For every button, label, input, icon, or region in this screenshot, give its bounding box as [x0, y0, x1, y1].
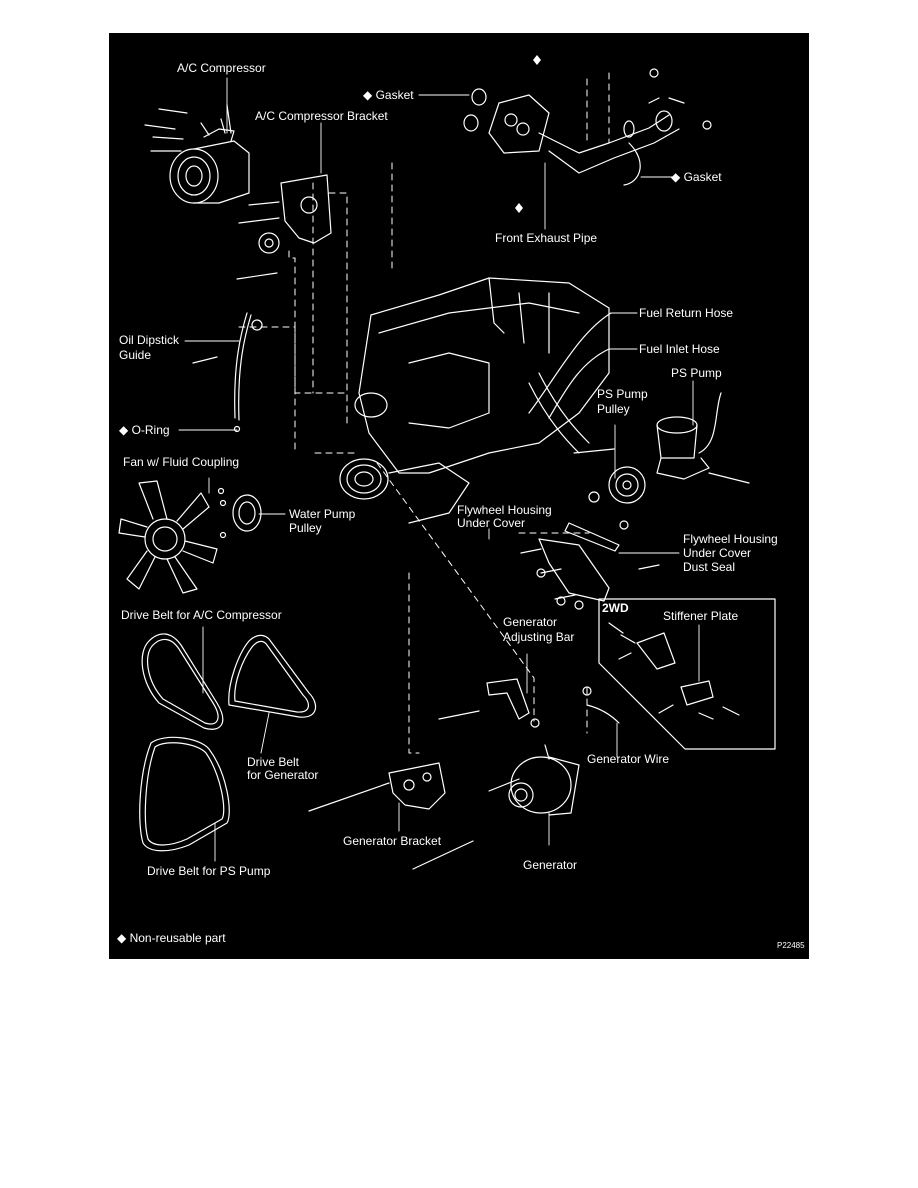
label-fan-fluid-coupling: Fan w/ Fluid Coupling: [123, 455, 240, 469]
generator-adjusting-bar-part: [438, 678, 540, 728]
label-flywheel-dust-seal-line3: Dust Seal: [683, 560, 736, 574]
label-ps-pump: PS Pump: [671, 366, 722, 380]
ps-pump-part: [573, 392, 750, 484]
exploded-view-diagram: A/C Compressor ◆ Gasket A/C Compressor B…: [109, 33, 809, 959]
legend-non-reusable-part: ◆ Non-reusable part: [117, 931, 226, 945]
oil-dipstick-guide-part: [192, 312, 263, 433]
label-flywheel-dust-seal-line2: Under Cover: [683, 546, 752, 560]
label-water-pump-pulley-line1: Water Pump: [289, 507, 356, 521]
label-drive-belt-generator-line2: for Generator: [247, 768, 319, 782]
ps-pump-pulley-part: [588, 466, 646, 504]
fuel-hoses: [528, 312, 612, 419]
label-gasket-right: ◆ Gasket: [671, 170, 722, 184]
leader-lines: [238, 72, 610, 754]
gasket-diamond-markers: [515, 55, 541, 213]
label-gasket-top: ◆ Gasket: [363, 88, 414, 102]
label-ac-compressor-bracket: A/C Compressor Bracket: [255, 109, 388, 123]
label-oil-dipstick-guide-line1: Oil Dipstick: [119, 333, 180, 347]
label-drive-belt-ac: Drive Belt for A/C Compressor: [121, 608, 282, 622]
engine-block: [354, 277, 610, 474]
crankshaft-pulley: [339, 458, 470, 524]
label-ps-pump-pulley-line1: PS Pump: [597, 387, 648, 401]
label-ps-pump-pulley-line2: Pulley: [597, 402, 630, 416]
label-stiffener-plate: Stiffener Plate: [663, 609, 739, 623]
label-ac-compressor: A/C Compressor: [177, 61, 266, 75]
label-oil-dipstick-guide-line2: Guide: [119, 348, 152, 362]
label-front-exhaust-pipe: Front Exhaust Pipe: [495, 231, 598, 245]
label-water-pump-pulley-line2: Pulley: [289, 521, 322, 535]
label-fuel-return-hose: Fuel Return Hose: [639, 306, 734, 320]
label-flywheel-dust-seal-line1: Flywheel Housing: [683, 532, 778, 546]
label-generator-adjusting-bar-line1: Generator: [503, 615, 558, 629]
label-inset-2wd: 2WD: [602, 601, 629, 615]
water-pump-pulley-part: [217, 487, 262, 539]
label-flywheel-cover-line2: Under Cover: [457, 516, 526, 530]
label-drive-belt-generator-line1: Drive Belt: [247, 755, 300, 769]
label-generator-wire: Generator Wire: [587, 752, 670, 766]
label-drive-belt-ps: Drive Belt for PS Pump: [147, 864, 271, 878]
drive-belt-ac-part: [141, 633, 224, 730]
drive-belt-ps-part: [139, 736, 230, 852]
gasket-rings: [463, 88, 635, 138]
ac-compressor-bolts: [144, 104, 232, 152]
label-generator-bracket: Generator Bracket: [343, 834, 442, 848]
drive-belt-generator-part: [228, 634, 317, 718]
inset-2wd-frame: [598, 598, 776, 750]
front-exhaust-pipe-part: [488, 68, 712, 186]
figure-code: P22485: [777, 941, 805, 950]
generator-part: [508, 744, 580, 816]
label-o-ring: ◆ O-Ring: [119, 423, 170, 437]
label-leaders: [178, 77, 700, 862]
generator-wire-part: [582, 686, 620, 724]
label-generator-adjusting-bar-line2: Adjusting Bar: [503, 630, 575, 644]
label-fuel-inlet-hose: Fuel Inlet Hose: [639, 342, 720, 356]
label-generator: Generator: [523, 858, 578, 872]
diagram-artwork: [118, 55, 776, 870]
ac-compressor-part: [169, 118, 250, 204]
fan-part: [118, 480, 218, 594]
ac-compressor-bracket-part: [236, 174, 332, 280]
label-flywheel-cover-line1: Flywheel Housing: [457, 503, 552, 517]
generator-bracket-part: [308, 762, 520, 870]
flywheel-cover-part: [520, 520, 660, 610]
stiffener-plate-part: [608, 622, 740, 720]
